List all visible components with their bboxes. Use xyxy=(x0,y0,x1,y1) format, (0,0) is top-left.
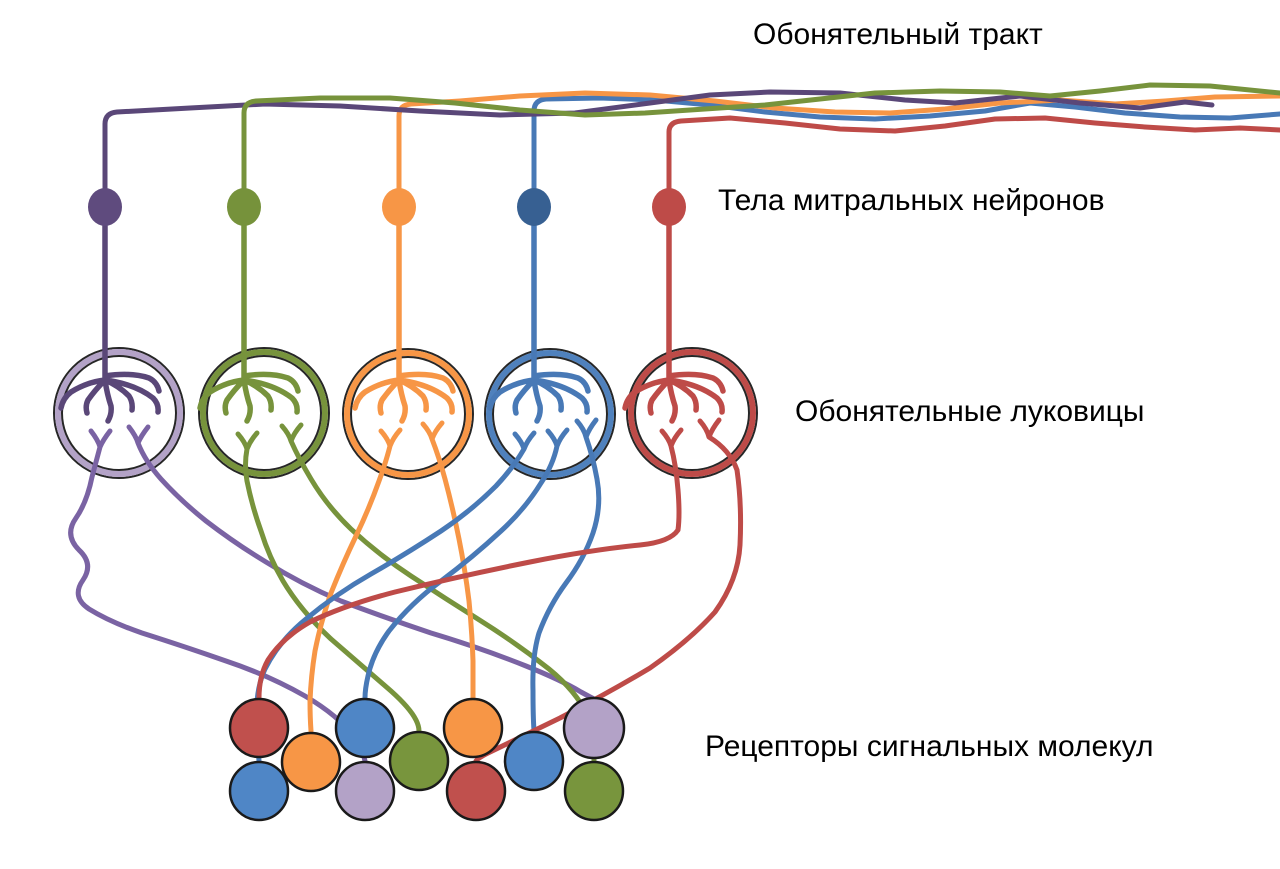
bulb-5-inner-ring xyxy=(634,355,750,471)
axon-bulb5-to-receptor1 xyxy=(256,427,684,701)
receptor-axons xyxy=(68,417,744,764)
bulb-4-outer-ring xyxy=(484,348,616,480)
olfactory-tract-lines xyxy=(102,82,1280,215)
olfactory-bulbs xyxy=(53,347,758,480)
mitral-neuron-body-5 xyxy=(652,188,686,226)
olfactory-bulb-2 xyxy=(198,347,330,479)
mitral-dendrite-tree-4 xyxy=(487,209,591,424)
mitral-dendrites xyxy=(58,209,726,424)
mitral-dendrite-tree-2 xyxy=(197,209,301,424)
bulb-1-outer-ring xyxy=(53,347,185,479)
mitral-neuron-body-2 xyxy=(227,188,261,226)
tract-line-blue xyxy=(531,95,1280,215)
tract-line-purple xyxy=(102,89,1215,215)
bulb-3-inner-ring xyxy=(350,356,466,472)
axon-bulb3-to-receptor3 xyxy=(307,427,403,734)
bulb-5-color-ring xyxy=(628,349,756,477)
receptor-cell-8 xyxy=(445,760,507,822)
receptor-cell-9 xyxy=(503,730,565,792)
olfactory-bulb-5 xyxy=(626,347,758,479)
mitral-neuron-bodies xyxy=(88,188,686,226)
bulb-3-color-ring xyxy=(344,350,472,478)
bulb-3-outer-ring xyxy=(342,348,474,480)
label-olfactory-tract: Обонятельный тракт xyxy=(753,18,1043,51)
label-olfactory-bulbs: Обонятельные луковицы xyxy=(795,395,1145,428)
receptor-cell-2 xyxy=(228,760,290,822)
receptor-cell-10 xyxy=(562,696,626,760)
receptor-cell-3 xyxy=(280,731,342,793)
bulb-2-outer-ring xyxy=(198,347,330,479)
axon-bulb2-to-receptor11 xyxy=(279,422,597,764)
mitral-neuron-body-4 xyxy=(517,188,551,226)
mitral-dendrite-tree-5 xyxy=(622,209,726,424)
receptor-cell-1 xyxy=(228,697,290,759)
receptor-cell-11 xyxy=(563,760,625,822)
mitral-neuron-body-1 xyxy=(88,188,122,226)
olfactory-bulb-3 xyxy=(342,348,474,480)
olfactory-bulb-4 xyxy=(484,348,616,480)
bulb-2-color-ring xyxy=(200,349,328,477)
bulb-4-color-ring xyxy=(486,350,614,478)
mitral-dendrite-tree-1 xyxy=(58,209,162,424)
axon-bulb4-to-receptor9 xyxy=(530,417,602,734)
axon-bulb4-to-receptor4 xyxy=(362,427,570,701)
receptor-cell-4 xyxy=(334,697,396,759)
axon-bulb3-to-receptor7 xyxy=(420,420,476,701)
axon-bulb2-to-receptor6 xyxy=(235,430,422,734)
axon-bulb1-to-receptor5 xyxy=(68,428,368,764)
receptor-cells xyxy=(228,696,626,822)
olfactory-bulb-1 xyxy=(53,347,185,479)
tract-line-green xyxy=(241,82,1280,215)
bulb-1-inner-ring xyxy=(61,355,177,471)
receptor-cell-7 xyxy=(442,697,504,759)
tract-line-red xyxy=(666,115,1280,215)
mitral-dendrite-tree-3 xyxy=(352,209,456,424)
axon-bulb1-to-receptor10 xyxy=(126,424,597,702)
bulb-5-outer-ring xyxy=(626,347,758,479)
bulb-2-inner-ring xyxy=(206,355,322,471)
label-receptors: Рецепторы сигнальных молекул xyxy=(705,730,1154,763)
receptor-cell-5 xyxy=(334,760,396,822)
mitral-neuron-body-3 xyxy=(382,188,416,226)
label-mitral-bodies: Тела митральных нейронов xyxy=(718,184,1105,217)
bulb-1-color-ring xyxy=(55,349,183,477)
receptor-cell-6 xyxy=(388,730,450,792)
